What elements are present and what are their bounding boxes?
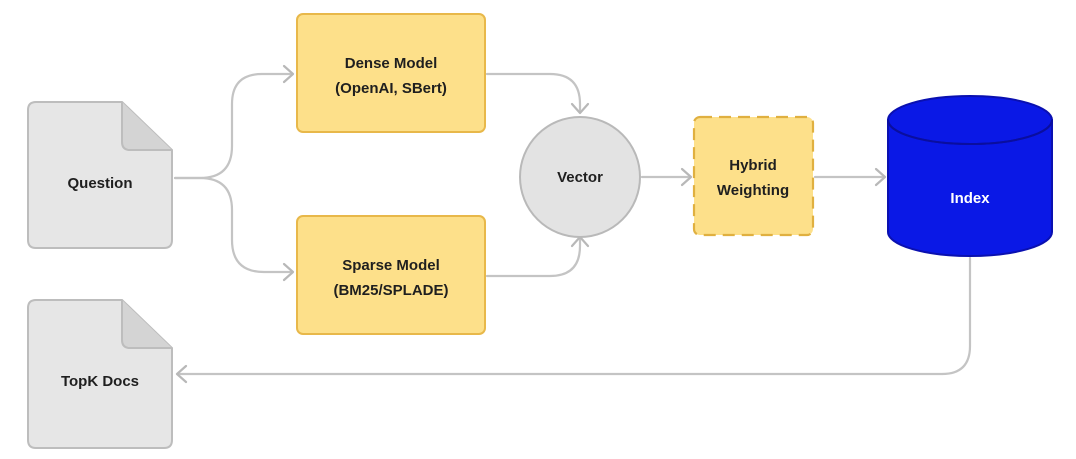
index-label: Index: [950, 190, 990, 207]
sparse-model-title: Sparse Model: [342, 257, 440, 274]
arrowhead-sparse: [282, 262, 295, 282]
vector-label: Vector: [557, 169, 603, 186]
index-database: Index: [887, 95, 1053, 257]
topk-docs-document: TopK Docs: [27, 299, 173, 449]
arrowhead-index: [874, 167, 887, 187]
question-document: Question: [27, 101, 173, 249]
edge-sparse-to-vector: [485, 237, 582, 278]
vector-node: Vector: [519, 116, 641, 238]
edges: [173, 64, 972, 384]
arrowhead-topk: [175, 364, 188, 384]
dense-model-box: Dense Model (OpenAI, SBert): [296, 13, 486, 133]
arrowhead-vector-top: [570, 102, 590, 115]
sparse-model-subtitle: (BM25/SPLADE): [333, 282, 448, 299]
sparse-model-box: Sparse Model (BM25/SPLADE): [296, 215, 486, 335]
hybrid-weighting-box: Hybrid Weighting: [692, 115, 815, 237]
topk-docs-label: TopK Docs: [61, 373, 139, 390]
edge-dense-to-vector: [485, 72, 582, 114]
question-label: Question: [67, 175, 132, 192]
dense-model-title: Dense Model: [345, 55, 438, 72]
hybrid-weighting-line2: Weighting: [717, 182, 789, 199]
hybrid-weighting-line1: Hybrid: [729, 157, 777, 174]
edge-question-to-dense: [173, 72, 294, 180]
arrowhead-hybrid: [680, 167, 693, 187]
arrowhead-dense: [282, 64, 295, 84]
edge-index-to-topk: [176, 256, 972, 376]
dense-model-subtitle: (OpenAI, SBert): [335, 80, 447, 97]
edge-question-to-sparse: [173, 176, 294, 274]
